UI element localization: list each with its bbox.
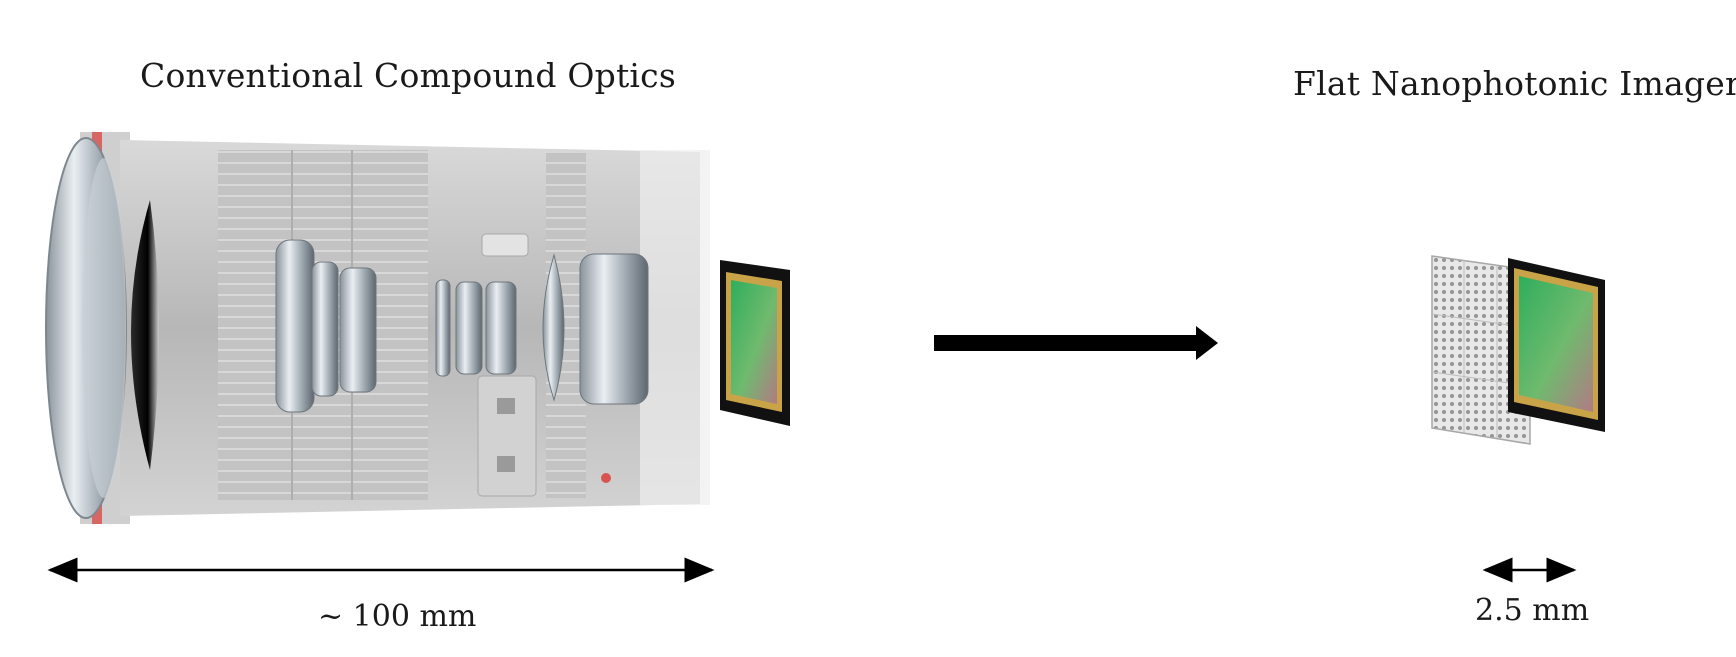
aperture-bracket [481,233,529,257]
front-element-shine [82,158,126,498]
lens-group-2c [485,281,517,375]
lens-group-1b [311,261,339,397]
lens-group-2a [435,279,451,377]
sensor-die [731,280,777,404]
compound-lens [45,132,710,524]
image-sensor-left [720,260,790,426]
arrow-shaft [934,335,1202,351]
lens-group-3a [542,253,565,402]
lens-group-2b [455,281,483,375]
title-flat-imager: Flat Nanophotonic Imager [1293,64,1736,103]
meniscus-element [131,200,159,470]
mechanism-slot [497,456,515,472]
dimension-label-left: ~ 100 mm [318,599,477,634]
lens-group-1c [339,267,377,393]
lens-rear-mount [640,150,710,505]
flat-imager [1431,255,1605,445]
mechanism-block [477,375,537,497]
mechanism-slot [497,398,515,414]
index-dot [601,473,611,483]
transition-arrow [934,326,1218,360]
dimension-label-right: 2.5 mm [1475,593,1590,628]
lens-group-1 [275,239,315,413]
arrow-head [1196,326,1218,360]
sensor-die-right [1519,276,1593,412]
lens-group-3b [579,253,649,405]
title-conventional-optics: Conventional Compound Optics [140,56,676,95]
